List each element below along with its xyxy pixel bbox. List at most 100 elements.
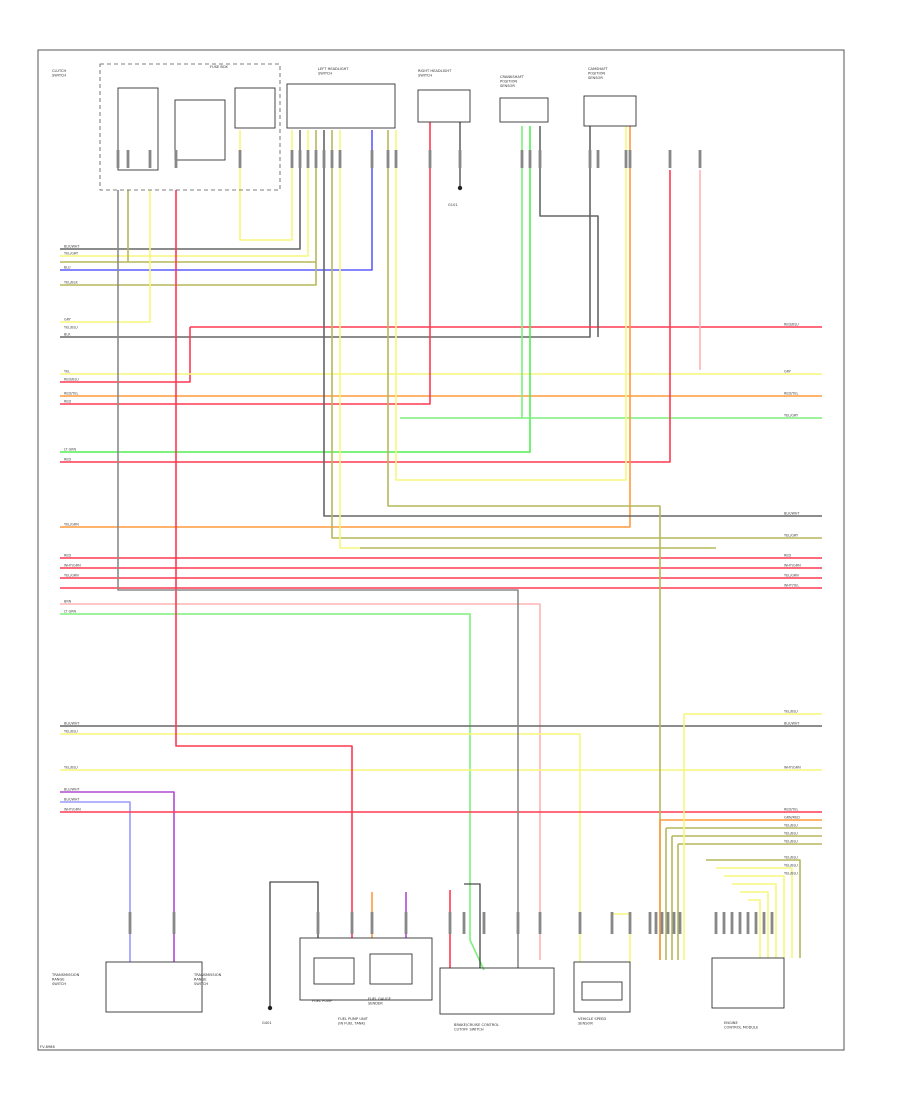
left-wire-label: BLK/WHT — [64, 798, 80, 802]
left-wire-labels: BLK/WHTYEL/GRYBLUYEL/BLKGRYYEL/BLUBLKYEL… — [64, 245, 81, 812]
wire-36 — [117, 190, 519, 968]
left-wire-label: BLK — [64, 333, 71, 337]
left-wire-label: YEL/GRN — [64, 523, 79, 527]
left-wire-label: BLU — [64, 266, 71, 270]
fuse-sub-body — [234, 87, 276, 129]
connector-pin-bottom — [628, 912, 632, 934]
wire-52 — [706, 859, 801, 958]
wire-44 — [539, 126, 599, 337]
component-outlines — [99, 63, 785, 1015]
connector-pin-bottom — [128, 912, 132, 934]
connector-pin-bottom — [610, 912, 614, 934]
left-wire-label: WHT/GRN — [64, 564, 81, 568]
right-lamp-switch-body — [417, 89, 471, 123]
connector-pin-bottom — [678, 912, 682, 934]
connector-pin-top — [520, 150, 524, 168]
component-labels: CLUTCH SWITCH FUSE BOX LEFT HEADLIGHT SW… — [40, 65, 759, 1049]
right-wire-label: YEL/BLU — [784, 840, 798, 844]
right-wire-label: YEL/BLU — [784, 710, 798, 714]
connector-pin-top — [628, 150, 632, 168]
connector-pin-top — [596, 150, 600, 168]
wire-14 — [60, 170, 671, 463]
wire-layer — [60, 122, 822, 971]
connector-pin-bottom — [666, 912, 670, 934]
wire-26 — [60, 733, 581, 962]
wire-0 — [60, 130, 301, 250]
right-wire-label: WHT/GRN — [784, 564, 801, 568]
left-wire-label: YEL/BLU — [64, 766, 78, 770]
fuel-pump-inner — [313, 957, 355, 985]
left-wire-label: BLU/WHT — [64, 788, 81, 792]
left-lamp-switch-label: LEFT HEADLIGHT SWITCH — [318, 67, 350, 76]
clutch-switch-label: CLUTCH SWITCH — [52, 69, 67, 78]
right-wire-label: YEL/BLU — [784, 832, 798, 836]
connector-pin-top — [698, 150, 702, 168]
wire-5 — [60, 190, 151, 323]
fuel-gauge-sender-label: FUEL GAUGE SENDER — [368, 997, 392, 1006]
wire-28 — [60, 791, 175, 962]
wire-24 — [60, 613, 485, 971]
wire-38 — [239, 130, 293, 241]
trans-switch-body — [105, 961, 203, 1013]
connector-pin-bottom — [350, 912, 354, 934]
speed-sensor-label: VEHICLE SPEED SENSOR — [578, 1017, 607, 1026]
connector-pin-bottom — [648, 912, 652, 934]
right-wire-label: YEL/GRY — [784, 414, 799, 418]
connector-pin-bottom — [316, 912, 320, 934]
control-module-label: ENGINE CONTROL MODULE — [724, 1021, 759, 1030]
left-wire-label: BRN — [64, 600, 72, 604]
connector-pin-bottom — [714, 912, 718, 934]
connector-pin-top — [528, 150, 532, 168]
control-module-connector — [711, 957, 785, 1009]
connector-pin-bottom — [370, 912, 374, 934]
brake-switch-body — [439, 967, 555, 1015]
connector-pin-top — [624, 150, 628, 168]
wire-15 — [60, 126, 631, 528]
connector-pin-bottom — [762, 912, 766, 934]
fuel-pump-label: FUEL PUMP — [312, 999, 333, 1003]
right-wire-label: YEL/BLU — [784, 864, 798, 868]
fuse-box-label: FUSE BOX — [210, 65, 228, 69]
right-wire-label: YEL/BLU — [784, 872, 798, 876]
left-wire-label: YEL/GRY — [64, 252, 79, 256]
connector-pin-bottom — [738, 912, 742, 934]
connector-pin-top — [314, 150, 318, 168]
connector-pin-bottom — [578, 912, 582, 934]
connector-pin-top — [306, 150, 310, 168]
connector-pin-bottom — [516, 912, 520, 934]
left-wire-label: RED — [64, 554, 71, 558]
connector-pin-top — [126, 150, 130, 168]
right-wire-label: YEL/GRN — [784, 574, 799, 578]
wire-23 — [60, 603, 541, 960]
connector-pin-top — [290, 150, 294, 168]
connector-pin-top — [538, 150, 542, 168]
right-wire-label: RED — [784, 554, 791, 558]
left-wire-label: WHT/GRN — [64, 808, 81, 812]
left-wire-label: RED — [64, 458, 71, 462]
lower-sensor-label: CRANKSHAFT POSITION SENSOR — [500, 75, 525, 88]
wire-29 — [60, 801, 131, 962]
fuel-gauge-sender-inner — [369, 953, 413, 985]
connector-pin-bottom — [754, 912, 758, 934]
ground-leads — [267, 122, 481, 1011]
right-wire-label: BLK/WHT — [784, 512, 800, 516]
wire-41 — [339, 130, 360, 549]
connector-pin-top — [148, 150, 152, 168]
right-wire-label: YEL/BLU — [784, 856, 798, 860]
connector-pin-bottom — [538, 912, 542, 934]
right-wire-label: WHT/GRN — [784, 766, 801, 770]
left-wire-label: BLK/WHT — [64, 245, 80, 249]
right-wire-label: RED/BLU — [784, 323, 799, 327]
brake-switch-feed — [464, 883, 481, 968]
left-wire-label: LT GRN — [64, 448, 77, 452]
left-wire-label: RED/BLU — [64, 378, 79, 382]
wire-12 — [60, 126, 531, 453]
wire-11 — [60, 122, 431, 405]
wire-58 — [612, 913, 631, 962]
upper-sensor-body — [583, 95, 637, 127]
connector-pin-bottom — [654, 912, 658, 934]
ground-1-label: G101 — [448, 203, 458, 207]
left-wire-label: GRY — [64, 318, 72, 322]
wire-42 — [387, 130, 661, 960]
right-wire-label: RED/YEL — [784, 808, 798, 812]
